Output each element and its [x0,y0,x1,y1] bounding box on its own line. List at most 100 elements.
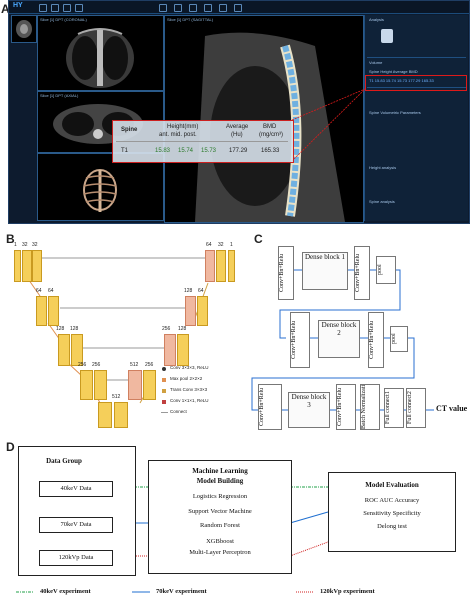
mid-value: 15.74 [178,148,194,154]
data-120kvp: 120kVp Data [39,550,113,566]
coronal-view[interactable]: Slice [1] DPT (CORONAL) [37,15,164,91]
unet-label: 128 [70,326,79,332]
unet-block [22,250,32,282]
toolbar-icon-6[interactable] [174,4,182,12]
unet-block [114,402,128,428]
unet-label: 512 [112,394,121,400]
thumbnail-view[interactable] [11,15,37,43]
legend-connect: Connect [170,409,187,414]
conv-block-4-label: Conv+Bn+Relu [369,320,375,360]
unet-label: 64 [36,288,42,294]
sagittal-view-title: Slice [1] DPT (SAGITTAL) [167,17,214,22]
volume-3d-view[interactable] [37,153,164,221]
ml-subtitle: Model Building [196,477,244,485]
legend-120kvp: 120kVp experiment [320,588,375,595]
unet-block [94,370,107,400]
unet-block [36,296,47,326]
ribcage-3d-image [83,169,117,212]
post-value: 15.73 [201,148,217,154]
conv-block-1: Conv+Bn+Relu [278,246,294,300]
legend-marker-connect [161,412,168,413]
unet-label: 256 [78,362,87,368]
panel-a: A HY Slice [1] DPT (CORONAL) [0,0,474,225]
callout-lines [291,88,366,162]
legend-transconv: Trans Conv 3×3×3 [170,387,208,392]
dense-block-3: Dense block 3 [288,392,330,428]
ml-model-box: Machine Learning Model Building Logistic… [148,460,292,574]
toolbar-icon-5[interactable] [159,4,167,12]
toolbar-icon-2[interactable] [51,4,59,12]
unet-block [143,370,156,400]
avg-value: 177.29 [229,148,248,154]
toolbar-icon-10[interactable] [234,4,242,12]
unet-block [177,334,189,366]
toolbar-icon-8[interactable] [204,4,212,12]
conv-block-6-label: Conv+Bn+Relu [337,387,343,427]
toolbar-icon-7[interactable] [189,4,197,12]
legend-marker-maxpool [162,378,166,382]
divider [367,87,466,88]
fc1-block: Full connect1 [384,388,404,428]
unet-label: 32 [218,242,224,248]
model-rf: Random Forest [200,522,240,529]
toolbar-icon-1[interactable] [39,4,47,12]
batchnorm-label: Batch Normalizati [361,384,367,429]
unet-label: 128 [56,326,65,332]
unet-block [32,250,42,282]
unet-label: 128 [178,326,187,332]
eval-title: Model Evaluation [365,481,419,489]
ml-title: Machine Learning [192,467,248,475]
unet-label: 256 [162,326,171,332]
viewer-toolbar: HY [9,1,469,14]
unet-block [98,402,112,428]
unet-block [71,334,83,366]
toolbar-icon-3[interactable] [63,4,71,12]
pool-block-2-label: pool [391,333,397,345]
thumbnail-image [16,20,32,38]
unet-block [14,250,21,282]
unet-block [48,296,59,326]
analysis-panel: Analysis Volume Spine Height Average BMD… [364,15,468,221]
bmd-row-divider [116,141,288,142]
eval-metrics-1: ROC AUC Accuracy [364,497,420,504]
fc1-label: Full connect1 [385,391,391,425]
conv-block-1-label: Conv+Bn+Relu [279,253,285,293]
unet-block [185,296,196,326]
fc2-label: Full connect2 [407,391,413,425]
conv-block-5: Conv+Bn+Relu [258,384,282,430]
unet-label: 64 [48,288,54,294]
legend-40kev: 40keV experiment [40,588,91,595]
spine-value: T1 [121,148,129,154]
legend-conv: Conv 3×3×3, ReLU [170,365,209,370]
dense-block-2: Dense block 2 [318,320,360,358]
unet-label: 64 [206,242,212,248]
col-height: Height(mm) [167,124,199,130]
conv-block-3: Conv+Bn+Relu [290,312,310,368]
unet-label: 64 [198,288,204,294]
workflow-arrows [16,486,329,593]
coronal-ct-image [66,28,134,88]
highlight-row-box [365,75,467,91]
panel-b-letter: B [6,232,15,246]
legend-marker-conv1 [162,400,166,404]
legend-conv1: Conv 1×1×1, ReLU [170,398,209,403]
data-group-title: Data Group [46,457,82,465]
volume-row-t1[interactable]: T1 15.83 15.74 15.73 177.29 165.33 [369,78,434,83]
pool-block-2: pool [390,326,408,352]
dense-block-3-label: Dense block 3 [291,393,327,409]
divider [367,57,466,58]
unet-block [80,370,93,400]
panel-a-letter: A [1,2,10,16]
unet-block [216,250,226,282]
toolbar-icon-9[interactable] [219,4,227,12]
pool-block-1-label: pool [377,264,383,276]
ant-value: 15.83 [155,148,171,154]
unet-block [58,334,70,366]
toolbar-icon-4[interactable] [75,4,83,12]
spine-analysis-header: Spine analysis [369,199,395,204]
panel-d: D Data Group 40keV Data 70keV Data 120kV… [0,432,474,603]
unet-legend: Conv 3×3×3, ReLU Max pool 2×2×2 Trans Co… [160,363,250,423]
unet-label: 32 [32,242,38,248]
pool-block-1: pool [376,256,396,284]
col-average: Average [226,124,249,130]
